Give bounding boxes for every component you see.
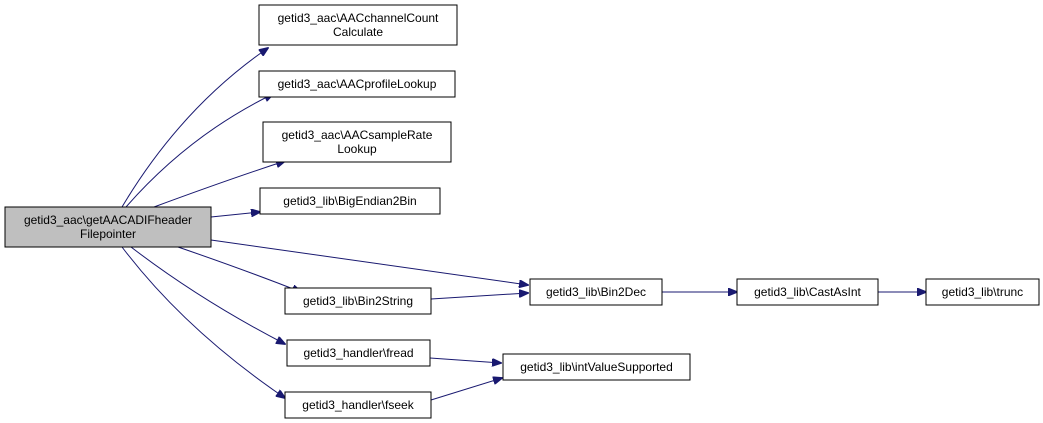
node-box [925, 278, 1040, 306]
edge-root-to-big-endian [210, 212, 260, 218]
edge-fseek-to-int-value [430, 378, 502, 401]
node-trunc[interactable]: getid3_lib\trunc [925, 278, 1040, 306]
node-label: getid3_lib\intValueSupported [520, 360, 673, 374]
edge-root-to-fread [130, 246, 285, 344]
node-fseek[interactable]: getid3_handler\fseek [284, 391, 432, 419]
node-label: getid3_aac\AACsampleRate [282, 128, 433, 142]
node-label: getid3_handler\fread [303, 346, 413, 360]
node-box [258, 70, 456, 98]
node-label: getid3_lib\Bin2String [303, 294, 413, 308]
node-box [258, 4, 458, 46]
node-fread[interactable]: getid3_handler\fread [286, 339, 431, 367]
edges [121, 48, 926, 401]
edge-root-to-bin2string [177, 246, 301, 292]
node-label: Calculate [333, 25, 383, 39]
node-box [262, 121, 452, 163]
nodes: getid3_aac\getAACADIFheaderFilepointerge… [4, 4, 1040, 419]
node-label: getid3_lib\CastAsInt [754, 285, 861, 299]
node-bin2string[interactable]: getid3_lib\Bin2String [284, 287, 432, 315]
node-box [502, 353, 691, 381]
edge-root-to-fseek [121, 246, 285, 398]
node-label: getid3_lib\trunc [942, 285, 1023, 299]
node-label: Filepointer [80, 227, 136, 241]
node-box [4, 206, 212, 248]
edge-root-to-profile-lookup [125, 94, 273, 208]
edge-root-to-sample-rate [153, 161, 285, 208]
edge-fread-to-int-value [429, 357, 501, 363]
node-big-endian[interactable]: getid3_lib\BigEndian2Bin [259, 187, 441, 215]
node-label: Lookup [337, 142, 377, 156]
node-box [284, 287, 432, 315]
node-label: getid3_handler\fseek [302, 398, 414, 412]
node-profile-lookup[interactable]: getid3_aac\AACprofileLookup [258, 70, 456, 98]
node-box [529, 278, 663, 306]
node-label: getid3_lib\Bin2Dec [546, 285, 646, 299]
edge-root-to-channel-count [121, 48, 268, 208]
node-label: getid3_aac\AACchannelCount [278, 11, 439, 25]
node-label: getid3_aac\getAACADIFheader [24, 213, 192, 227]
node-label: getid3_lib\BigEndian2Bin [283, 194, 416, 208]
node-box [736, 278, 879, 306]
edge-root-to-bin2dec [210, 239, 528, 285]
node-box [286, 339, 431, 367]
node-label: getid3_aac\AACprofileLookup [278, 77, 437, 91]
node-box [284, 391, 432, 419]
edge-bin2string-to-bin2dec [430, 293, 528, 300]
node-bin2dec[interactable]: getid3_lib\Bin2Dec [529, 278, 663, 306]
node-int-value[interactable]: getid3_lib\intValueSupported [502, 353, 691, 381]
node-box [259, 187, 441, 215]
node-cast-as-int[interactable]: getid3_lib\CastAsInt [736, 278, 879, 306]
